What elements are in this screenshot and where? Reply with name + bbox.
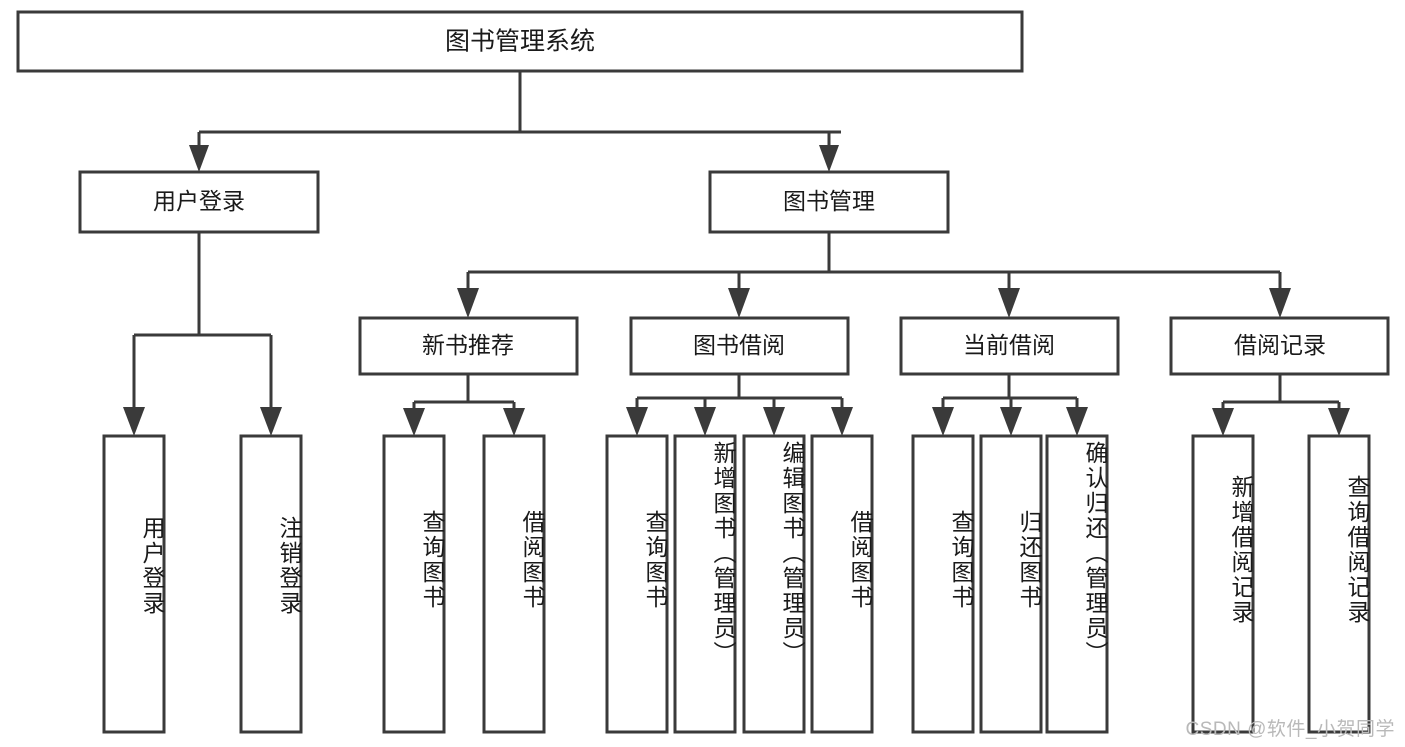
node-new-book-recommend-label: 新书推荐: [422, 332, 514, 358]
node-user-login-label: 用户登录: [153, 188, 245, 214]
node-leaf-query-record[interactable]: [1307, 434, 1371, 734]
leaf-boxes: [102, 434, 1371, 734]
node-leaf-borrow-book-1[interactable]: [482, 434, 546, 734]
node-borrow-record-label: 借阅记录: [1234, 332, 1326, 358]
node-borrow-record[interactable]: 借阅记录: [1169, 316, 1390, 376]
node-book-borrow[interactable]: 图书借阅: [629, 316, 850, 376]
connector-userlogin-to-leaves: [123, 232, 282, 436]
connector-bookborrow-to-leaves: [626, 374, 853, 436]
node-current-borrow-label: 当前借阅: [963, 332, 1055, 358]
node-root[interactable]: 图书管理系统: [16, 10, 1024, 73]
node-leaf-add-record[interactable]: [1191, 434, 1255, 734]
node-leaf-edit-book[interactable]: [742, 434, 806, 734]
node-leaf-confirm-return[interactable]: [1045, 434, 1109, 734]
node-leaf-query-book-2[interactable]: [605, 434, 669, 734]
connector-newbook-to-leaves: [403, 374, 525, 436]
node-leaf-logout-login[interactable]: [239, 434, 303, 734]
connector-borrowrecord-to-leaves: [1212, 374, 1350, 436]
node-user-login[interactable]: 用户登录: [78, 170, 320, 234]
csdn-watermark: CSDN @软件_小贺同学: [1185, 719, 1395, 740]
node-leaf-query-book-1[interactable]: [382, 434, 446, 734]
node-root-label: 图书管理系统: [445, 28, 595, 56]
node-leaf-borrow-book-2[interactable]: [810, 434, 874, 734]
node-leaf-user-login[interactable]: [102, 434, 166, 734]
connector-currentborrow-to-leaves: [932, 374, 1088, 436]
node-new-book-recommend[interactable]: 新书推荐: [358, 316, 579, 376]
node-book-borrow-label: 图书借阅: [693, 332, 785, 358]
node-book-management-label: 图书管理: [783, 188, 875, 214]
connector-root-to-level2: [189, 71, 841, 172]
node-leaf-add-book[interactable]: [673, 434, 737, 734]
node-current-borrow[interactable]: 当前借阅: [899, 316, 1120, 376]
node-leaf-query-book-3[interactable]: [911, 434, 975, 734]
node-book-management[interactable]: 图书管理: [708, 170, 950, 234]
node-leaf-return-book[interactable]: [979, 434, 1043, 734]
connector-bookmgmt-to-level3: [457, 232, 1291, 318]
